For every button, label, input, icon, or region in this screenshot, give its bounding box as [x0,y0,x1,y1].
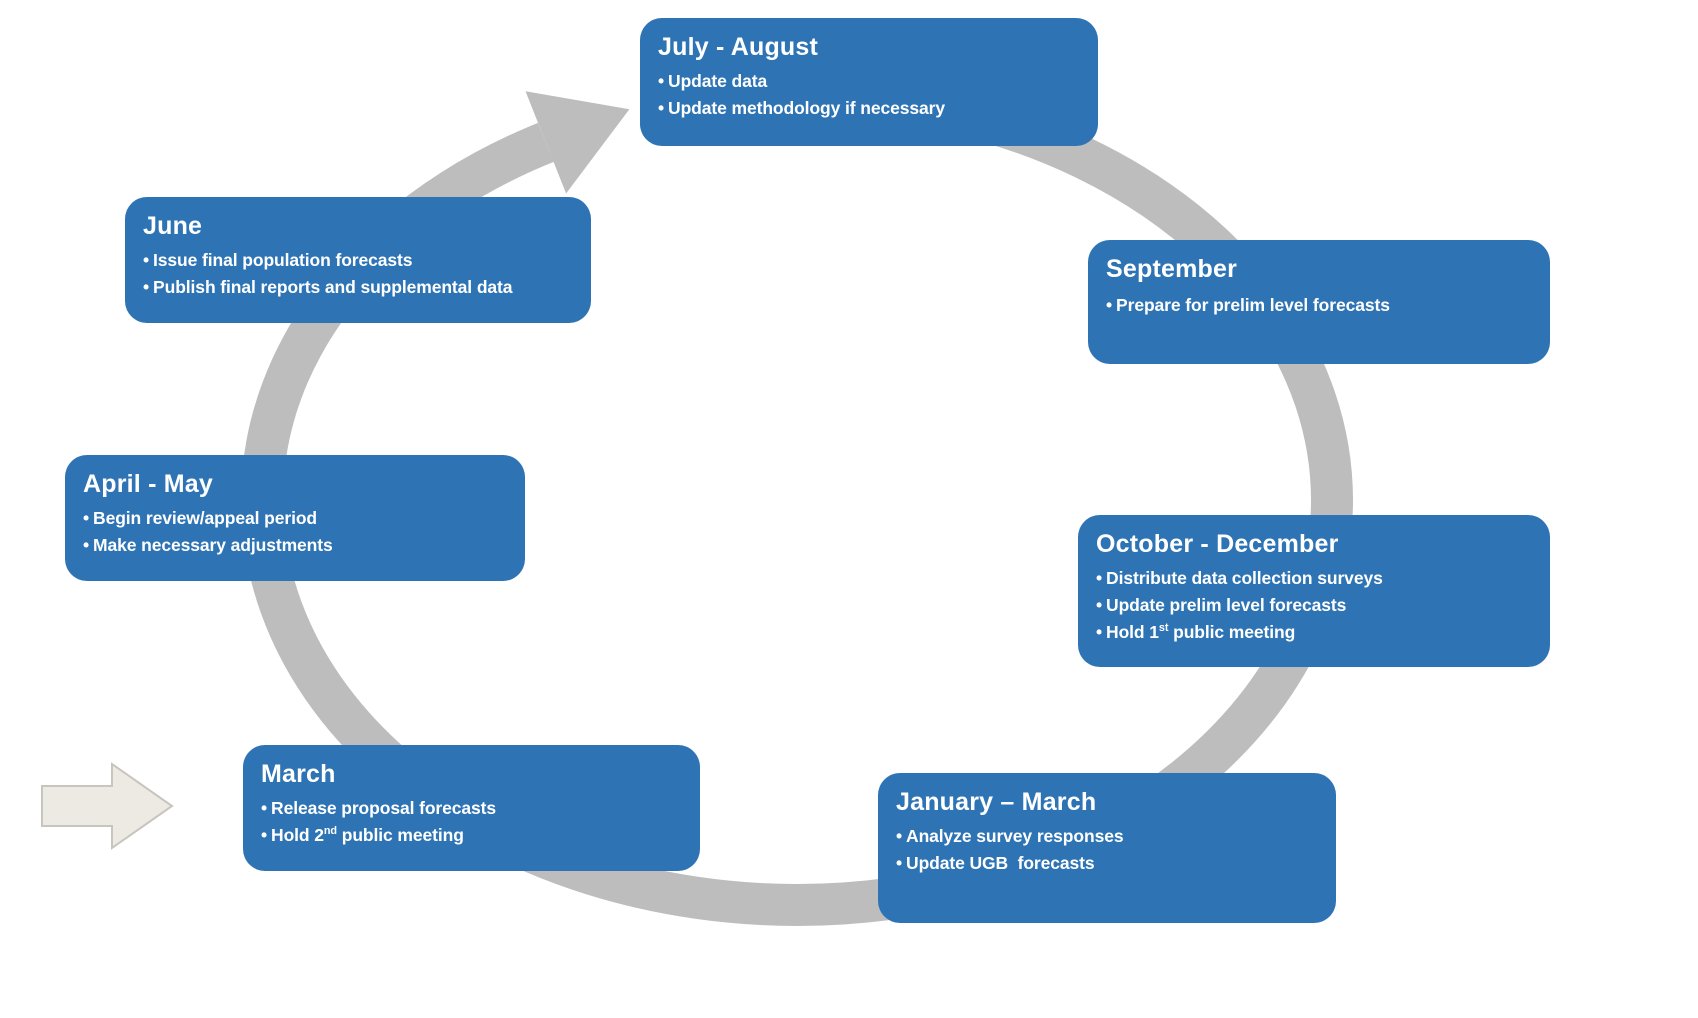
stage-bullet: Hold 2nd public meeting [261,822,682,849]
stage-box-march: MarchRelease proposal forecastsHold 2nd … [243,745,700,871]
stage-bullet: Update prelim level forecasts [1096,592,1532,619]
stage-box-january-march: January – MarchAnalyze survey responsesU… [878,773,1336,923]
stage-bullet: Update UGB forecasts [896,850,1318,877]
stage-title: June [143,212,203,240]
start-arrow [41,762,174,850]
stage-bullet: Update data [658,68,1080,95]
stage-box-july-august: July - AugustUpdate dataUpdate methodolo… [640,18,1098,146]
stage-bullet-list: Begin review/appeal periodMake necessary… [83,505,507,559]
stage-title: January – March [896,788,1097,816]
stage-bullet-list: Analyze survey responsesUpdate UGB forec… [896,823,1318,877]
stage-box-june: JuneIssue final population forecastsPubl… [125,197,591,323]
stage-bullet: Begin review/appeal period [83,505,507,532]
stage-bullet-list: Issue final population forecastsPublish … [143,247,573,301]
stage-title: March [261,760,336,788]
stage-bullet: Prepare for prelim level forecasts [1106,292,1532,319]
stage-title: October - December [1096,530,1339,558]
stage-bullet: Update methodology if necessary [658,95,1080,122]
stage-bullet: Distribute data collection surveys [1096,565,1532,592]
stage-bullet: Issue final population forecasts [143,247,573,274]
stage-box-september: SeptemberPrepare for prelim level foreca… [1088,240,1550,364]
stage-bullet-list: Distribute data collection surveysUpdate… [1096,565,1532,646]
stage-box-april-may: April - MayBegin review/appeal periodMak… [65,455,525,581]
cycle-ring-arrowhead [525,91,630,194]
stage-bullet-list: Release proposal forecastsHold 2nd publi… [261,795,682,849]
stage-title: April - May [83,470,213,498]
stage-title: July - August [658,33,819,61]
stage-bullet: Publish final reports and supplemental d… [143,274,573,301]
stage-bullet: Analyze survey responses [896,823,1318,850]
stage-bullet-list: Update dataUpdate methodology if necessa… [658,68,1080,122]
stage-bullet-list: Prepare for prelim level forecasts [1106,292,1532,319]
stage-bullet: Hold 1st public meeting [1096,619,1532,646]
stage-title: September [1106,255,1238,283]
stage-bullet: Make necessary adjustments [83,532,507,559]
stage-box-october-december: October - DecemberDistribute data collec… [1078,515,1550,667]
stage-bullet: Release proposal forecasts [261,795,682,822]
